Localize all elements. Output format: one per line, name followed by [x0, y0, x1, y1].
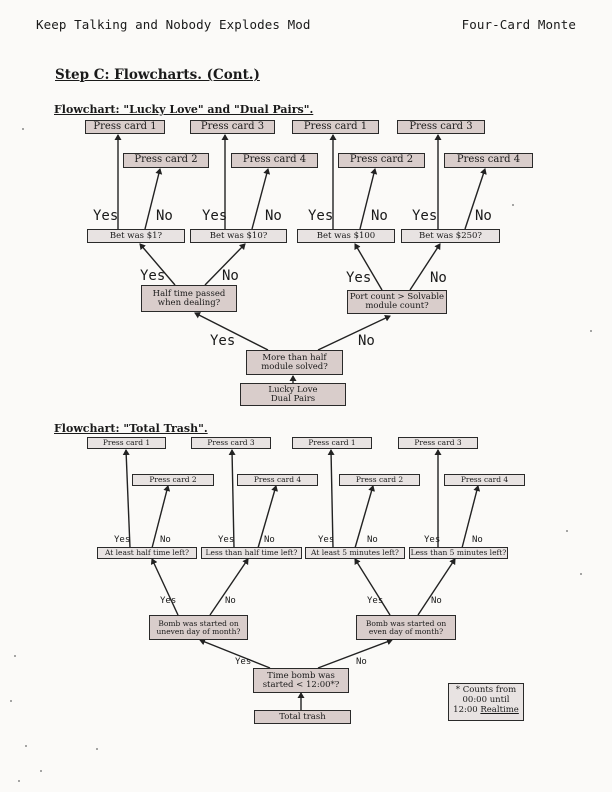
fc2-press-card-1-a: Press card 1 — [87, 437, 166, 449]
fc2-press-card-2-a: Press card 2 — [132, 474, 214, 486]
fc2-start-box: Total trash — [254, 710, 351, 724]
fc1-press-card-2-b: Press card 2 — [338, 153, 425, 168]
fc1-press-card-3-b: Press card 3 — [397, 120, 485, 134]
fc1-half-time-line1: Half time passed — [152, 288, 226, 299]
fc2-even-day-box: Bomb was started on even day of month? — [356, 615, 456, 640]
fc2-yes-1: Yes — [114, 535, 131, 545]
fc2-no-2: No — [264, 535, 275, 545]
footnote-box: * Counts from 00:00 until 12:00 Realtime — [448, 683, 524, 721]
fc1-press-card-4-a: Press card 4 — [231, 153, 318, 168]
flowchart1-title: Flowchart: "Lucky Love" and "Dual Pairs"… — [54, 103, 314, 116]
footnote-line2: 00:00 until — [462, 694, 510, 705]
paper-speck — [14, 655, 16, 657]
paper-speck — [512, 204, 514, 206]
fc2-less-than-half: Less than half time left? — [201, 547, 302, 559]
fc1-press-card-3-a: Press card 3 — [190, 120, 275, 134]
fc1-more-than-half-line2: module solved? — [261, 361, 328, 372]
fc1-press-card-2-a: Press card 2 — [123, 153, 209, 168]
fc2-yes-6: Yes — [367, 596, 384, 606]
fc1-no-1: No — [156, 208, 173, 224]
header-mod-name: Keep Talking and Nobody Explodes Mod — [36, 17, 311, 32]
fc1-press-card-4-b: Press card 4 — [444, 153, 533, 168]
fc1-yes-5: Yes — [140, 268, 166, 284]
fc1-yes-2: Yes — [202, 208, 228, 224]
footnote-line3-prefix: 12:00 — [453, 704, 481, 715]
fc1-more-than-half-box: More than half module solved? — [246, 350, 343, 375]
fc2-yes-5: Yes — [160, 596, 177, 606]
paper-speck — [566, 530, 568, 532]
fc2-no-6: No — [431, 596, 442, 606]
footnote-realtime: Realtime — [480, 704, 519, 715]
fc1-port-count-box: Port count > Solvable module count? — [347, 290, 447, 314]
fc1-no-4: No — [475, 208, 492, 224]
fc2-at-least-5-min: At least 5 minutes left? — [305, 547, 405, 559]
footnote-line3: 12:00 Realtime — [449, 704, 523, 716]
fc1-bet-100: Bet was $100 — [297, 229, 395, 243]
footnote-line1: * Counts from — [455, 685, 517, 695]
paper-speck — [40, 770, 42, 772]
fc2-no-7: No — [356, 657, 367, 667]
paper-speck — [10, 700, 12, 702]
section-title: Step C: Flowcharts. (Cont.) — [55, 67, 260, 83]
fc2-uneven-day-box: Bomb was started on uneven day of month? — [149, 615, 248, 640]
fc2-time-bomb-line1: Time bomb was — [267, 670, 335, 681]
fc2-less-than-5-min: Less than 5 minutes left? — [409, 547, 508, 559]
paper-speck — [25, 745, 27, 747]
fc2-time-bomb-line2: started < 12:00*? — [262, 679, 340, 690]
fc1-half-time-box: Half time passed when dealing? — [141, 285, 237, 312]
fc1-yes-6: Yes — [346, 270, 372, 286]
fc2-press-card-4-a: Press card 4 — [237, 474, 318, 486]
fc1-no-2: No — [265, 208, 282, 224]
fc1-no-5: No — [222, 268, 239, 284]
paper-speck — [96, 748, 98, 750]
fc1-bet-10: Bet was $10? — [190, 229, 287, 243]
fc1-no-6: No — [430, 270, 447, 286]
fc1-yes-1: Yes — [93, 208, 119, 224]
fc2-no-5: No — [225, 596, 236, 606]
header-module-name: Four-Card Monte — [461, 17, 576, 32]
fc2-yes-7: Yes — [235, 657, 252, 667]
fc2-press-card-3-b: Press card 3 — [398, 437, 478, 449]
fc2-time-bomb-box: Time bomb was started < 12:00*? — [253, 668, 349, 693]
fc2-uneven-line1: Bomb was started on — [158, 618, 239, 628]
fc1-start-box: Lucky Love Dual Pairs — [240, 383, 346, 406]
fc2-even-line1: Bomb was started on — [365, 618, 447, 628]
fc1-bet-1: Bet was $1? — [87, 229, 185, 243]
fc1-port-count-line2: module count? — [365, 301, 429, 311]
fc1-start-line2: Dual Pairs — [270, 393, 316, 404]
fc1-yes-3: Yes — [308, 208, 334, 224]
fc2-yes-2: Yes — [218, 535, 235, 545]
fc2-no-3: No — [367, 535, 378, 545]
fc1-press-card-1-a: Press card 1 — [85, 120, 165, 134]
fc1-port-count-line1: Port count > Solvable — [349, 292, 445, 303]
paper-speck — [580, 573, 582, 575]
fc2-yes-3: Yes — [318, 535, 335, 545]
fc2-uneven-line2: uneven day of month? — [156, 626, 241, 636]
fc1-half-time-line2: when dealing? — [157, 297, 221, 308]
fc2-press-card-3-a: Press card 3 — [191, 437, 271, 449]
fc1-no-7: No — [358, 333, 375, 349]
paper-speck — [590, 330, 592, 332]
fc1-start-line1: Lucky Love — [268, 384, 318, 395]
fc1-more-than-half-line1: More than half — [262, 352, 327, 363]
fc2-no-1: No — [160, 535, 171, 545]
fc2-yes-4: Yes — [424, 535, 441, 545]
paper-speck — [18, 780, 20, 782]
flowchart2-title: Flowchart: "Total Trash". — [54, 422, 208, 435]
fc1-press-card-1-b: Press card 1 — [292, 120, 379, 134]
fc2-even-line2: even day of month? — [368, 626, 444, 636]
fc1-yes-7: Yes — [210, 333, 236, 349]
fc2-press-card-4-b: Press card 4 — [444, 474, 525, 486]
paper-speck — [22, 128, 24, 130]
fc1-yes-4: Yes — [412, 208, 438, 224]
fc2-no-4: No — [472, 535, 483, 545]
fc2-at-least-half: At least half time left? — [97, 547, 197, 559]
fc1-no-3: No — [371, 208, 388, 224]
fc1-bet-250: Bet was $250? — [401, 229, 500, 243]
fc2-press-card-1-b: Press card 1 — [292, 437, 372, 449]
fc2-press-card-2-b: Press card 2 — [339, 474, 420, 486]
